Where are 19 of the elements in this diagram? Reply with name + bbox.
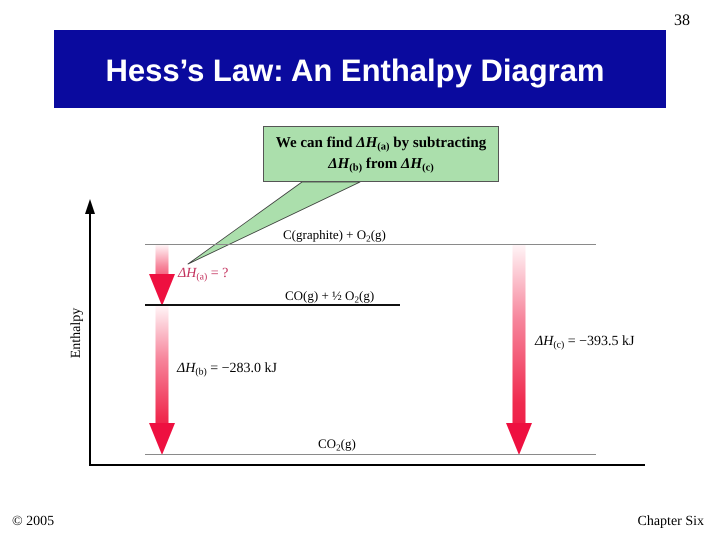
energy-level	[145, 227, 596, 245]
footer-text: © 2005	[12, 514, 54, 530]
footer-text: Chapter Six	[638, 514, 704, 530]
enthalpy-change-arrow	[149, 306, 175, 455]
enthalpy-change-arrow	[506, 245, 532, 455]
species-label: C(graphite) + O$_{2}$(g)	[283, 227, 386, 242]
callout-box	[263, 126, 499, 182]
axis-label: Enthalpy	[69, 306, 85, 360]
enthalpy-change-arrow	[149, 245, 175, 306]
edge-label: ΔH$_{(b)}$ = −283.0 kJ	[177, 360, 278, 377]
edge-label: ΔH$_{(c)}$ = −393.5 kJ	[535, 333, 634, 350]
energy-level	[145, 436, 596, 455]
callout-text: We can find ΔH$_{(a)}$ by subtracting ΔH$_{(b)}$ from ΔH$_{(c)}$	[274, 134, 488, 175]
energy-level	[145, 288, 400, 306]
species-label: CO(g) + ½ O$_{2}$(g)	[285, 288, 374, 303]
page-number: 38	[674, 12, 690, 30]
species-label: CO$_{2}$(g)	[318, 436, 356, 451]
slide-title: Hess’s Law: An Enthalpy Diagram	[106, 53, 604, 89]
edge-label: ΔH$_{(a)}$ = ?	[178, 265, 228, 282]
